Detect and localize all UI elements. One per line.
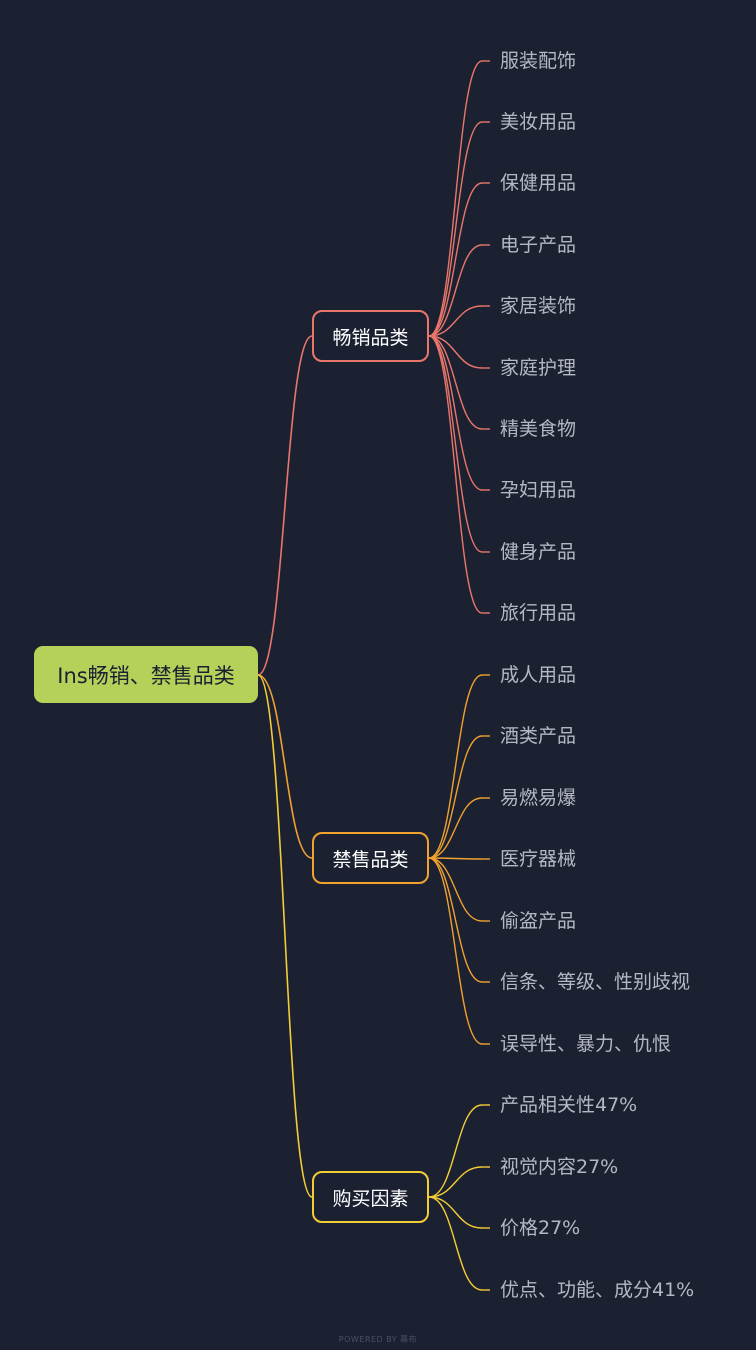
leaf-item[interactable]: 酒类产品 — [500, 725, 577, 747]
branch-to-leaf-connector — [428, 674, 483, 859]
leaf-item[interactable]: 家居装饰 — [500, 295, 577, 317]
root-to-branch-connector — [257, 335, 313, 676]
leaf-item[interactable]: 电子产品 — [500, 234, 577, 256]
branch-label-purchase-factors: 购买因素 — [332, 1187, 409, 1210]
branch-node-bestselling[interactable]: 畅销品类 — [312, 310, 429, 362]
branch-to-leaf-connector — [428, 335, 483, 430]
leaf-item[interactable]: 价格27% — [500, 1217, 581, 1239]
branch-to-leaf-connector — [428, 335, 483, 553]
branch-node-prohibited[interactable]: 禁售品类 — [312, 832, 429, 884]
leaf-item[interactable]: 产品相关性47% — [500, 1094, 638, 1116]
leaf-item[interactable]: 易燃易爆 — [500, 787, 577, 809]
branch-to-leaf-connector — [428, 797, 483, 859]
leaf-item[interactable]: 美妆用品 — [500, 111, 577, 133]
leaf-item[interactable]: 成人用品 — [500, 664, 577, 686]
branch-to-leaf-connector — [428, 1104, 483, 1198]
leaf-item[interactable]: 优点、功能、成分41% — [500, 1279, 695, 1301]
branch-to-leaf-connector — [428, 857, 483, 860]
branch-node-purchase-factors[interactable]: 购买因素 — [312, 1171, 429, 1223]
leaf-item[interactable]: 家庭护理 — [500, 357, 577, 379]
branch-to-leaf-connector — [428, 1166, 483, 1198]
leaf-item[interactable]: 偷盗产品 — [500, 910, 577, 932]
leaf-item[interactable]: 保健用品 — [500, 172, 577, 194]
root-to-branch-connector — [257, 674, 313, 859]
root-label: Ins畅销、禁售品类 — [57, 663, 235, 688]
root-to-branch-connector — [257, 674, 313, 1198]
branch-to-leaf-connector — [428, 182, 483, 337]
branch-to-leaf-connector — [428, 335, 483, 614]
root-node[interactable]: Ins畅销、禁售品类 — [34, 646, 258, 703]
footer-watermark: POWERED BY 幕布 — [338, 1335, 418, 1344]
leaf-item[interactable]: 视觉内容27% — [500, 1156, 619, 1178]
leaf-item[interactable]: 旅行用品 — [500, 602, 577, 624]
branch-to-leaf-connector — [428, 335, 483, 491]
leaf-item[interactable]: 孕妇用品 — [500, 479, 577, 501]
branch-to-leaf-connector — [428, 1196, 483, 1229]
branch-to-leaf-connector — [428, 335, 483, 369]
branch-to-leaf-connector — [428, 60, 483, 337]
leaf-item[interactable]: 信条、等级、性别歧视 — [500, 971, 691, 993]
branch-label-bestselling: 畅销品类 — [332, 326, 409, 349]
leaf-item[interactable]: 误导性、暴力、仇恨 — [500, 1033, 672, 1055]
leaf-item[interactable]: 健身产品 — [500, 541, 577, 563]
branch-to-leaf-connector — [428, 857, 483, 1045]
branch-to-leaf-connector — [428, 857, 483, 983]
branch-to-leaf-connector — [428, 121, 483, 337]
leaf-item[interactable]: 医疗器械 — [500, 848, 577, 870]
branch-to-leaf-connector — [428, 1196, 483, 1291]
branch-to-leaf-connector — [428, 735, 483, 859]
leaf-item[interactable]: 服装配饰 — [500, 50, 577, 72]
branch-to-leaf-connector — [428, 857, 483, 922]
branch-to-leaf-connector — [428, 244, 483, 337]
branch-label-prohibited: 禁售品类 — [332, 848, 409, 871]
leaf-item[interactable]: 精美食物 — [500, 418, 577, 440]
branch-to-leaf-connector — [428, 305, 483, 337]
